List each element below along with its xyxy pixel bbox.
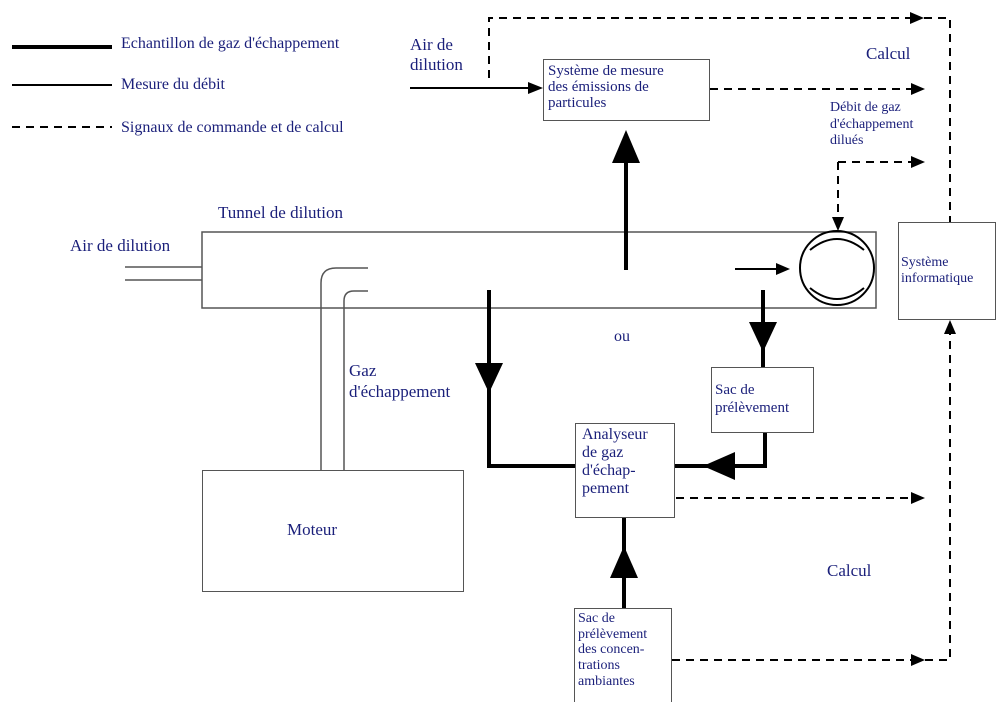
flow-meter-arc-bottom: [809, 287, 865, 300]
label-calc-bottom: Calcul: [827, 561, 872, 580]
tunnel-to-analyzer-line: [487, 290, 575, 468]
signal-pm-arrowhead: [911, 83, 925, 95]
tunnel-to-analyzer-arrowhead: [475, 363, 503, 393]
signal-top-right: [924, 17, 951, 222]
legend-signals: Signaux de commande et de calcul: [121, 119, 344, 136]
pm-measurement-system-box: Système de mesure des émissions de parti…: [543, 59, 710, 121]
dilution-air-to-pm-arrowhead: [528, 82, 543, 94]
sample-bag-label: Sac de prélèvement: [715, 382, 790, 416]
label-or: ou: [614, 328, 630, 345]
label-diluted-flow: Débit de gaz d'échappement dilués: [830, 100, 914, 149]
engine-box: Moteur: [202, 470, 464, 592]
flow-meter: [799, 230, 875, 306]
signal-bottom-right: [925, 332, 951, 661]
sample-bag-box: Sac de prélèvement: [711, 367, 814, 433]
exhaust-pipe-inner: [343, 290, 368, 470]
label-exhaust-gas: Gaz d'échappement: [349, 361, 451, 402]
signal-analyzer-arrowhead: [911, 492, 925, 504]
computer-system-label: Système informatique: [901, 255, 974, 287]
label-dilution-tunnel: Tunnel de dilution: [218, 203, 343, 222]
ambient-sample-bag-label: Sac de prélèvement des concen- trations …: [578, 611, 648, 689]
ambient-sample-bag-box: Sac de prélèvement des concen- trations …: [574, 608, 672, 702]
signal-ambient-arrowhead: [911, 654, 925, 666]
pm-measurement-system-label: Système de mesure des émissions de parti…: [548, 63, 664, 112]
computer-system-box: Système informatique: [898, 222, 996, 320]
signal-diluted-flow-arrowhead: [911, 156, 925, 168]
tunnel-to-bag-arrowhead: [749, 322, 777, 352]
label-calc-top: Calcul: [866, 44, 911, 63]
dilution-tunnel: [201, 231, 877, 309]
engine-label: Moteur: [287, 520, 338, 539]
gas-analyzer-box: Analyseur de gaz d'échap- pement: [575, 423, 675, 518]
label-dilution-air-top: Air de dilution: [410, 35, 463, 74]
bag-to-analyzer-arrowhead: [703, 452, 735, 480]
signal-dilution-air-top: [488, 17, 910, 78]
gas-analyzer-label: Analyseur de gaz d'échap- pement: [582, 426, 648, 497]
exhaust-pipe-outer: [320, 267, 368, 470]
signal-computer-arrowhead: [944, 320, 956, 334]
ambient-to-analyzer-arrowhead: [610, 546, 638, 578]
tunnel-to-pm-arrowhead: [612, 130, 640, 163]
signal-flowmeter-arrowhead: [832, 217, 844, 231]
flow-meter-arc-top: [809, 238, 865, 251]
label-dilution-air-left: Air de dilution: [70, 236, 171, 255]
legend-exhaust-sample: Echantillon de gaz d'échappement: [121, 35, 340, 52]
legend-flow-measure: Mesure du débit: [121, 76, 225, 93]
signal-top-arrowhead: [910, 12, 924, 24]
tunnel-flow-arrowhead: [776, 263, 790, 275]
